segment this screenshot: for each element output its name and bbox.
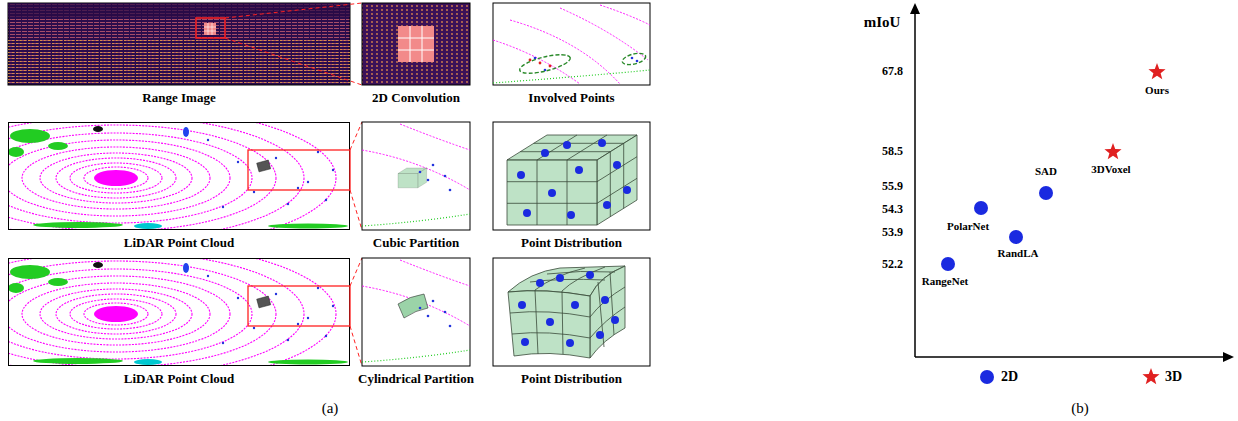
tick-label: 53.9 xyxy=(882,226,903,239)
point-label: SAD xyxy=(1035,165,1057,177)
legend-swatch xyxy=(977,367,997,387)
panel-caption: Cubic Partition xyxy=(373,235,459,251)
point-label: 3DVoxel xyxy=(1091,163,1130,175)
tick-label: 55.9 xyxy=(882,180,903,193)
panel-letter: (b) xyxy=(1071,400,1089,417)
tick-label: 54.3 xyxy=(882,203,903,216)
axis-title: mIoU xyxy=(864,14,901,31)
tick-label: 67.8 xyxy=(882,65,903,78)
image-panel: Point Distribution xyxy=(493,258,650,366)
image-panel: LiDAR Point Cloud xyxy=(8,258,350,366)
panel-letter: (a) xyxy=(322,400,339,417)
panel-caption: Point Distribution xyxy=(521,371,622,387)
chart-axes xyxy=(910,3,1234,362)
legend-text: 2D xyxy=(1001,369,1018,384)
point-label: RandLA xyxy=(998,247,1039,259)
panel-caption: LiDAR Point Cloud xyxy=(124,371,235,387)
image-panel: Range Image xyxy=(8,3,350,85)
image-panel: 2D Convolution xyxy=(362,3,470,85)
cubic-distribution xyxy=(493,122,650,230)
zoom-lines xyxy=(225,3,362,85)
image-panel: Involved Points xyxy=(493,3,650,85)
cylindrical-zoom xyxy=(362,258,470,366)
data-points xyxy=(941,63,1166,271)
legend-swatch xyxy=(1141,367,1161,387)
cubic-zoom xyxy=(362,122,470,230)
panel-caption: Range Image xyxy=(142,90,215,106)
tick-label: 52.2 xyxy=(882,258,903,271)
range-image xyxy=(8,3,350,85)
image-panel: Cubic Partition xyxy=(362,122,470,230)
tick-label: 58.5 xyxy=(882,145,903,158)
image-panel: LiDAR Point Cloud xyxy=(8,122,350,230)
panel-caption: Point Distribution xyxy=(521,235,622,251)
panel-caption: Involved Points xyxy=(528,90,614,106)
point-label: RangeNet xyxy=(922,275,968,287)
image-panel: Point Distribution xyxy=(493,122,650,230)
point-label: Ours xyxy=(1145,84,1169,96)
panel-caption: 2D Convolution xyxy=(372,90,460,106)
panel-caption: LiDAR Point Cloud xyxy=(124,235,235,251)
point-label: PolarNet xyxy=(947,220,989,232)
legend-text: 3D xyxy=(1165,369,1182,384)
image-panel: Cylindrical Partition xyxy=(362,258,470,366)
panel-caption: Cylindrical Partition xyxy=(358,371,474,387)
conv-panel xyxy=(362,3,470,85)
involved-points xyxy=(493,3,650,85)
cylindrical-distribution xyxy=(493,258,650,366)
